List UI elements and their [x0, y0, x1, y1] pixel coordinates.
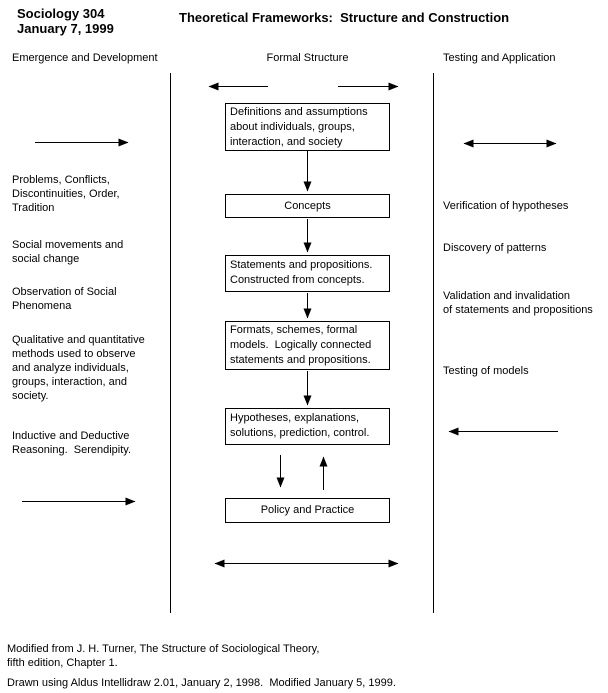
- column-heading-formal-structure: Formal Structure: [266, 52, 349, 64]
- left-note-reasoning: Inductive and Deductive Reasoning. Seren…: [12, 430, 132, 456]
- left-note-methods: Qualitative and quantitative methods use…: [12, 334, 145, 402]
- flow-box-statements: Statements and propositions. Constructed…: [225, 255, 390, 292]
- flow-box-policy: Policy and Practice: [225, 498, 390, 523]
- course-title: Sociology 304: [17, 6, 105, 21]
- left-note-social-movements: Social movements and social change: [12, 239, 124, 265]
- course-date: January 7, 1999: [17, 21, 114, 36]
- footer-credit: Drawn using Aldus Intellidraw 2.01, Janu…: [7, 677, 396, 689]
- page-title: Theoretical Frameworks: Structure and Co…: [179, 10, 510, 25]
- flow-box-concepts: Concepts: [225, 194, 390, 218]
- column-heading-testing: Testing and Application: [443, 52, 556, 64]
- right-note-validation: Validation and invalidation of statement…: [443, 290, 593, 316]
- flow-box-definitions: Definitions and assumptions about indivi…: [225, 103, 390, 151]
- right-note-testing-models: Testing of models: [443, 365, 529, 377]
- left-note-observation: Observation of Social Phenomena: [12, 286, 117, 312]
- left-note-problems: Problems, Conflicts, Discontinuities, Or…: [12, 174, 120, 214]
- right-note-discovery: Discovery of patterns: [443, 242, 547, 254]
- flow-box-formats: Formats, schemes, formal models. Logical…: [225, 321, 390, 370]
- right-note-verification: Verification of hypotheses: [443, 200, 569, 212]
- column-heading-emergence: Emergence and Development: [12, 52, 158, 64]
- footer-source: Modified from J. H. Turner, The Structur…: [7, 643, 320, 669]
- flow-box-hypotheses: Hypotheses, explanations, solutions, pre…: [225, 408, 390, 445]
